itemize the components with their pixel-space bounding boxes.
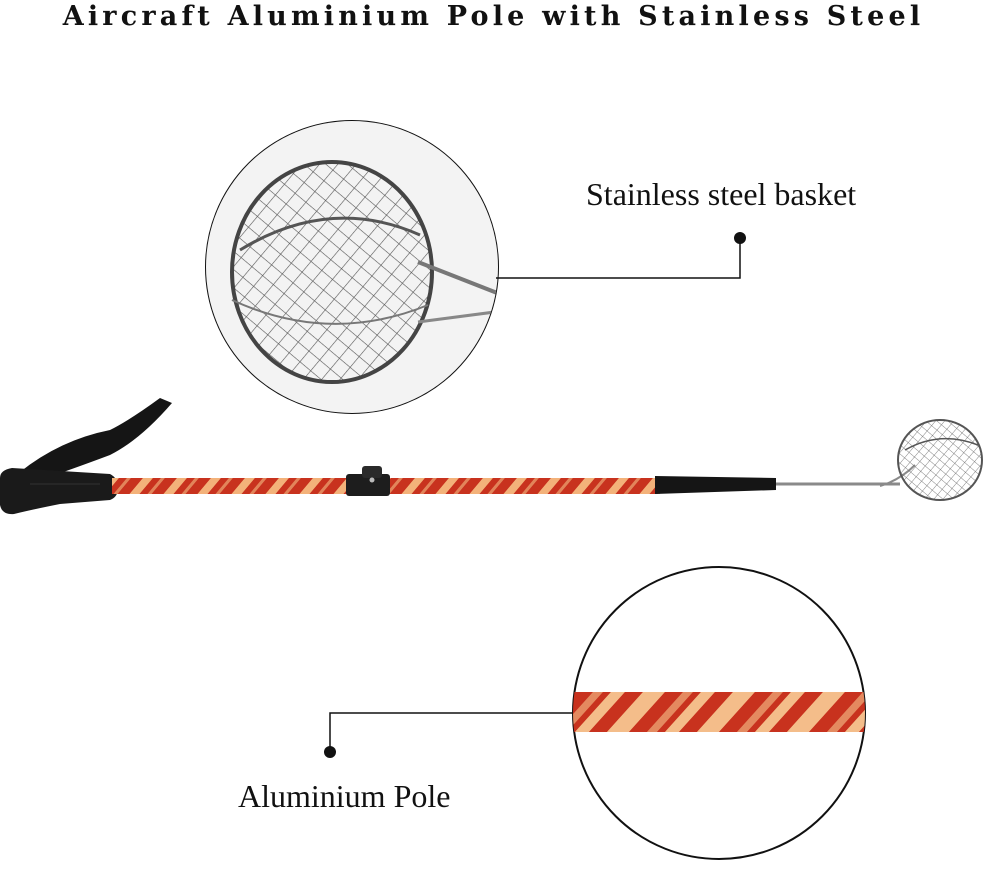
pole-closeup-icon [573, 692, 865, 732]
basket-zoom-circle [205, 120, 499, 414]
pole-zoom-circle [572, 566, 866, 860]
pole-callout-label: Aluminium Pole [238, 778, 451, 814]
wrist-strap-icon [20, 398, 172, 480]
pole-sleeve-icon [655, 476, 776, 494]
pole-callout-line [324, 712, 573, 758]
basket-icon [897, 419, 983, 501]
basket-callout-label: Stainless steel basket [586, 176, 857, 212]
page-title: Aircraft Aluminium Pole with Stainless S… [62, 1, 925, 32]
grip-handle-icon [0, 468, 118, 515]
lock-clamp-icon [346, 474, 390, 496]
ball-retriever-pole [0, 398, 983, 515]
basket-callout-line [496, 232, 746, 279]
